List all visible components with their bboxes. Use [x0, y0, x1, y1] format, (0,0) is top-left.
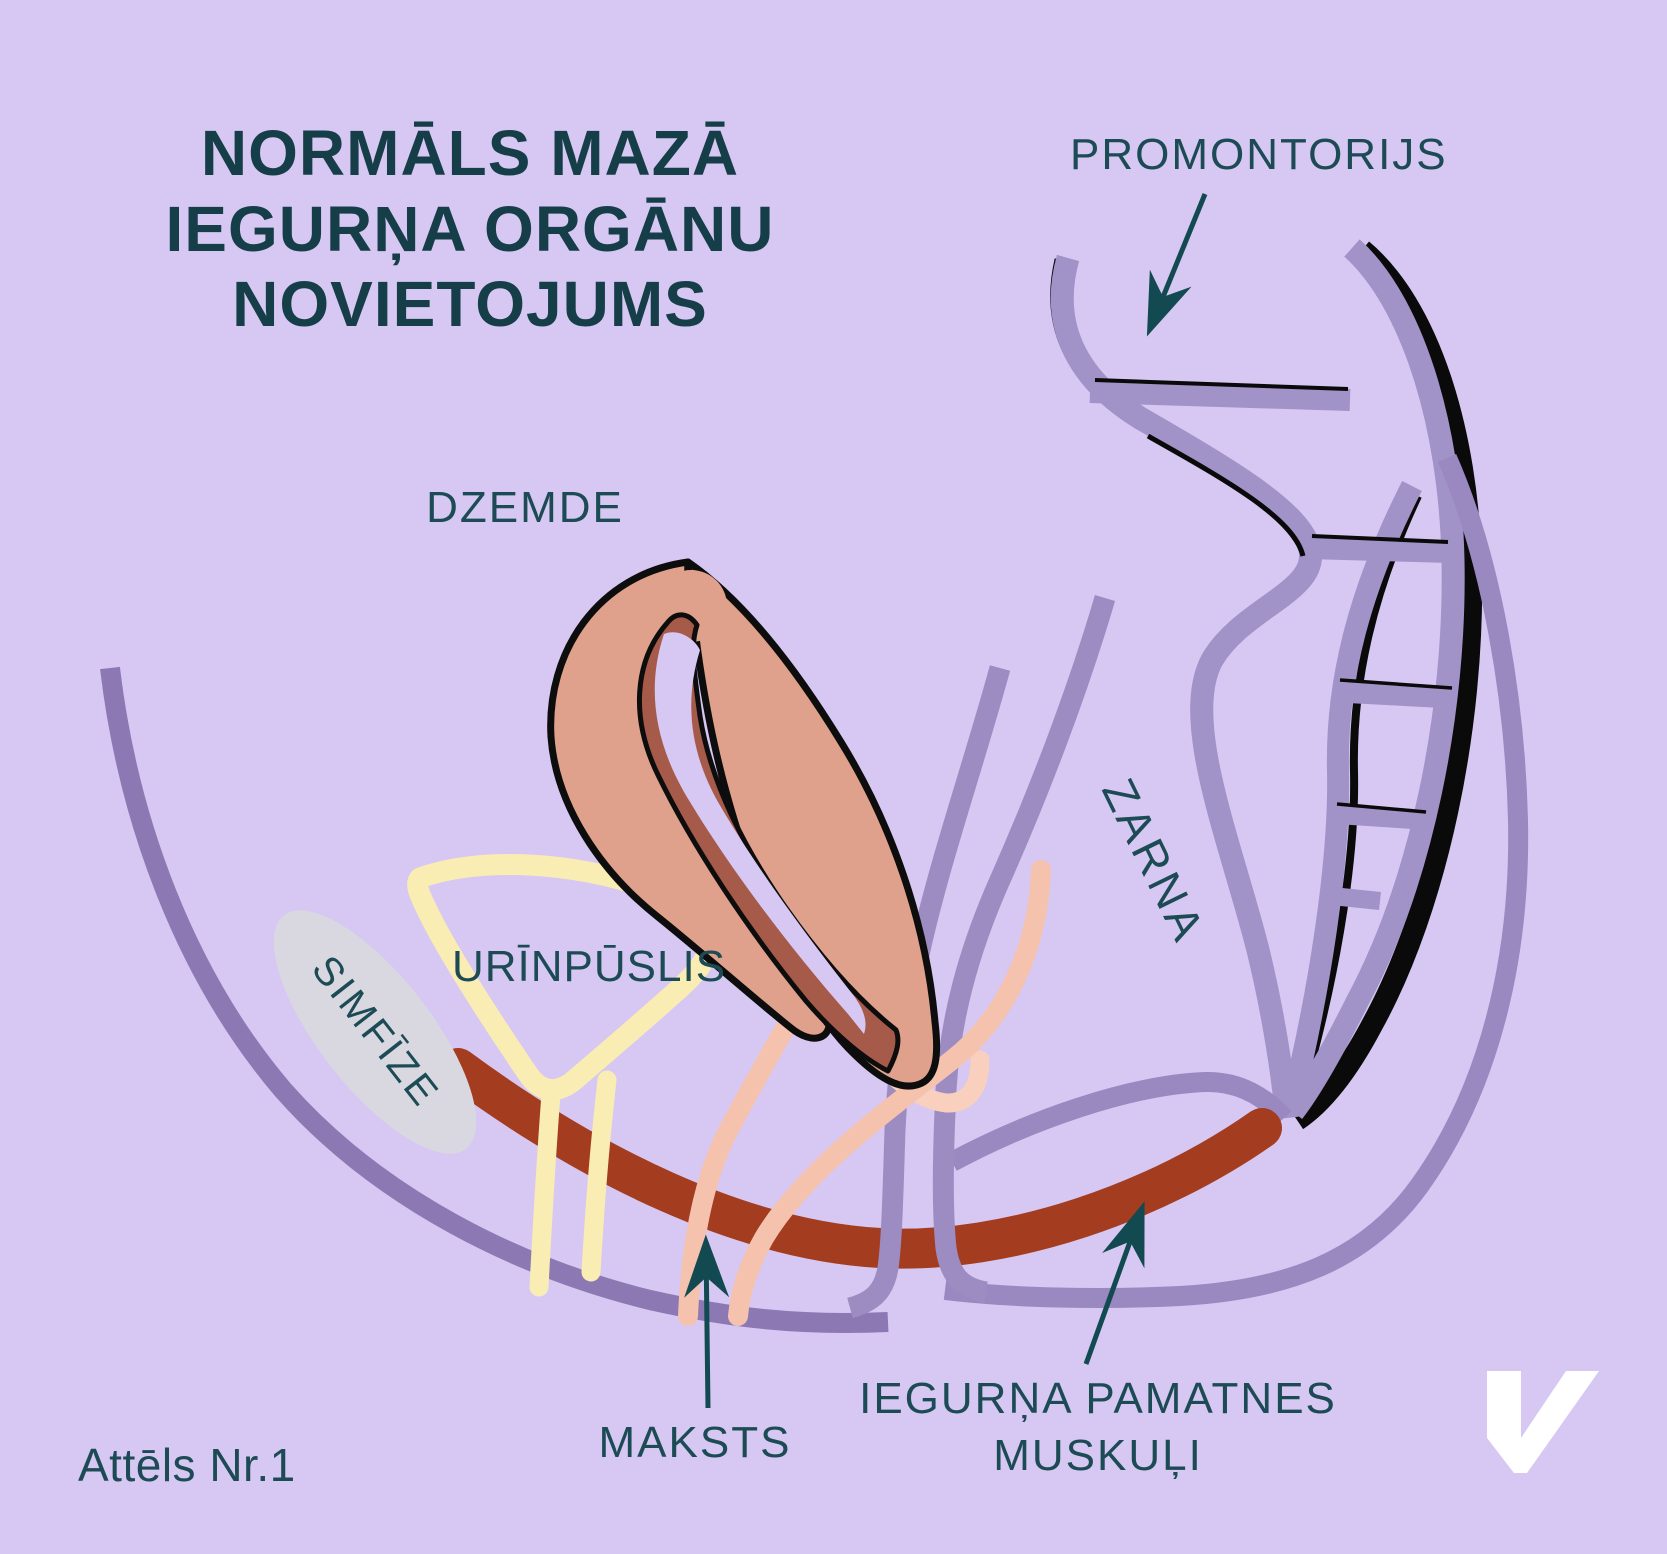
- vertebra-rung: [1089, 381, 1351, 411]
- sacrum-outer-black-edge: [1290, 241, 1483, 1130]
- vertebra-rung: [1331, 887, 1381, 910]
- vertebra-rung-edge: [1336, 802, 1427, 814]
- title-line: NORMĀLS MAZĀ: [200, 117, 740, 189]
- title-line: NOVIETOJUMS: [232, 268, 708, 341]
- sacrum-right-rail: [1283, 239, 1465, 1120]
- label-muskuli-line: IEGURŅA PAMATNES: [859, 1374, 1337, 1423]
- vagina-posterior-wall: [728, 860, 1051, 1326]
- muskuli-arrow: [1083, 1201, 1145, 1365]
- label-urinpuslis: URĪNPŪSLIS: [452, 942, 727, 991]
- label-iegurna-pamatnes-muskuli: IEGURŅA PAMATNES MUSKUĻI: [848, 1370, 1348, 1484]
- vertebra-rung: [1307, 537, 1451, 563]
- symphysis-shape: [273, 910, 477, 1154]
- sacrum-middle-rail: [1279, 481, 1422, 1115]
- vertebra-rung: [1337, 681, 1453, 709]
- figure-caption: Attēls Nr.1: [78, 1439, 296, 1491]
- label-maksts: MAKSTS: [598, 1418, 792, 1467]
- sacrum-inner-black-edge: [1293, 494, 1422, 1114]
- body-outline-right: [943, 453, 1529, 1308]
- urethra-wall: [529, 1084, 561, 1297]
- vertebra-rung-edge: [1339, 678, 1453, 690]
- sacrum-left-rail: [1050, 254, 1322, 1120]
- title-line: IEGURŅA ORGĀNU: [165, 192, 775, 265]
- vertebra-rung-edge: [1311, 534, 1449, 544]
- sacrum-sbend-black-line: [1146, 433, 1306, 557]
- rectum-outer-wall: [932, 595, 1116, 1303]
- page-title: NORMĀLS MAZĀ IEGURŅA ORGĀNU NOVIETOJUMS: [60, 116, 880, 343]
- promontorijs-arrow: [1146, 193, 1208, 337]
- vertebra-rung: [1336, 804, 1429, 830]
- postanal-contour: [947, 1071, 1292, 1171]
- uterine-cavity-canal: [654, 632, 866, 1034]
- urethra-wall: [581, 1070, 617, 1282]
- label-muskuli-line: MUSKUĻI: [993, 1431, 1203, 1481]
- label-dzemde: DZEMDE: [426, 483, 624, 532]
- uterus-shape: [547, 558, 941, 1090]
- vertebra-rung-edge: [1094, 378, 1349, 391]
- label-promontorijs: PROMONTORIJS: [1070, 130, 1448, 179]
- brand-v-logo-icon: [1487, 1371, 1599, 1473]
- sacrum-spine-shape: [1050, 239, 1483, 1130]
- maksts-arrow: [684, 1234, 730, 1409]
